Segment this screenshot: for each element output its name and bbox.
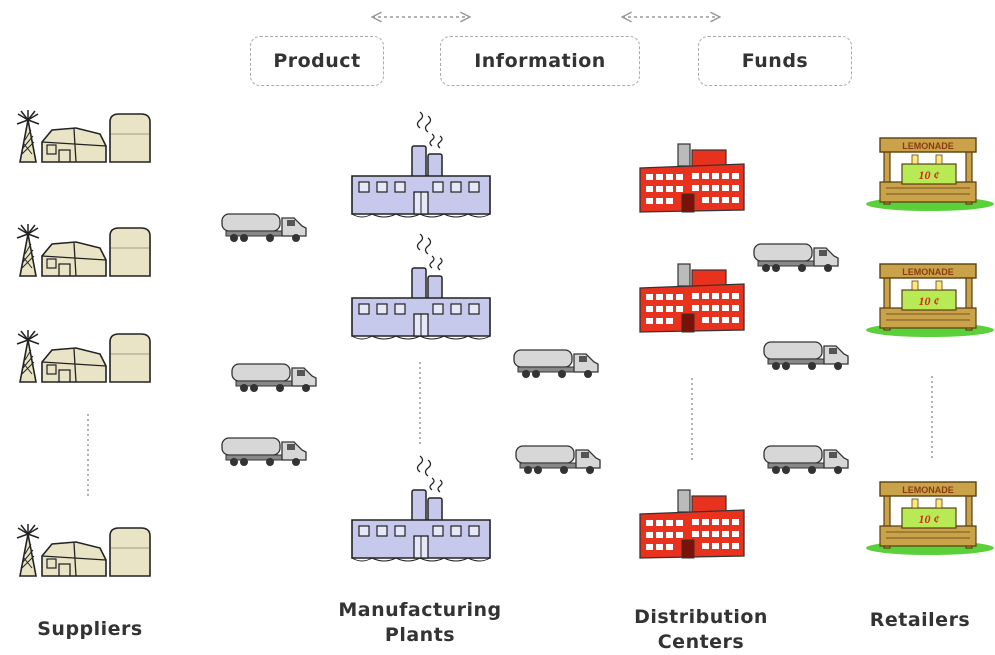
farm-icon: [16, 109, 151, 163]
lemonade-stand-icon: [865, 481, 995, 556]
manufacturing-label-line1: Manufacturing: [338, 599, 502, 621]
column-label-suppliers: Suppliers: [10, 617, 170, 642]
tanker-truck-icon: [231, 363, 317, 393]
column-label-retailers: Retailers: [850, 608, 990, 633]
suppliers-label: Suppliers: [37, 618, 143, 640]
flow-label-information: Information: [474, 50, 606, 72]
tanker-truck-icon: [221, 213, 307, 243]
warehouse-building-icon: [639, 489, 745, 559]
flow-label-product: Product: [273, 50, 361, 72]
tanker-truck-icon: [763, 445, 849, 475]
manufacturing-label-line2: Plants: [384, 624, 456, 646]
farm-icon: [16, 329, 151, 383]
tanker-truck-icon: [753, 243, 839, 273]
tanker-truck-icon: [763, 341, 849, 371]
farm-icon: [16, 223, 151, 277]
distribution-label-line1: Distribution: [634, 606, 768, 628]
lemonade-stand-icon: [865, 137, 995, 212]
retailers-label: Retailers: [869, 609, 971, 631]
flow-label-funds: Funds: [741, 50, 809, 72]
warehouse-building-icon: [639, 143, 745, 213]
warehouse-building-icon: [639, 263, 745, 333]
tanker-truck-icon: [513, 349, 599, 379]
flow-box-information: Information: [440, 36, 640, 86]
flow-box-product: Product: [250, 36, 384, 86]
factory-icon: [351, 111, 491, 218]
farm-icon: [16, 523, 151, 577]
tanker-truck-icon: [515, 445, 601, 475]
column-label-manufacturing-plants: Manufacturing Plants: [300, 598, 540, 648]
distribution-label-line2: Centers: [657, 631, 745, 653]
tanker-truck-icon: [221, 437, 307, 467]
flow-box-funds: Funds: [698, 36, 852, 86]
factory-icon: [351, 455, 491, 562]
lemonade-stand-icon: [865, 263, 995, 338]
factory-icon: [351, 233, 491, 340]
